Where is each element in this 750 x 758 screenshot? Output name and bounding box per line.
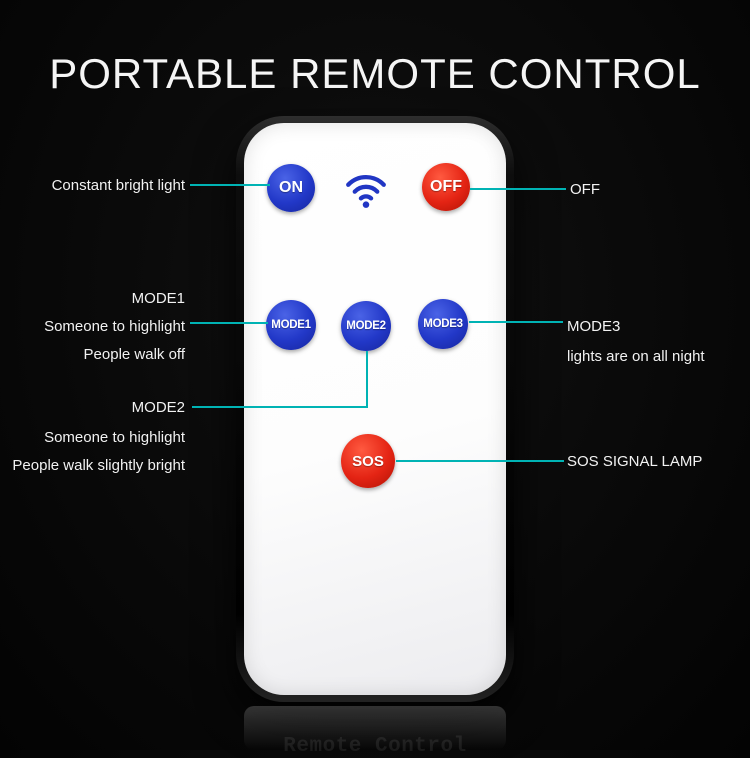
callout-line-off <box>470 188 566 190</box>
label-mode1-line2: Someone to highlight <box>44 318 185 335</box>
remote-face: ON OFF MODE1 MODE2 MODE3 SOS Remote Cont… <box>244 123 506 758</box>
callout-line-mode2-vertical <box>366 351 368 408</box>
label-mode3-title: MODE3 <box>567 318 621 335</box>
callout-line-mode1 <box>190 322 268 324</box>
label-mode1-line3: People walk off <box>83 346 185 363</box>
label-group-mode3: MODE3 lights are on all night <box>567 312 705 372</box>
callout-line-mode3 <box>469 321 563 323</box>
page-title: PORTABLE REMOTE CONTROL <box>49 50 701 97</box>
label-mode3-line2: lights are on all night <box>567 348 705 365</box>
label-sos-signal-lamp: SOS SIGNAL LAMP <box>567 453 703 470</box>
mode2-button[interactable]: MODE2 <box>341 301 391 351</box>
callout-line-sos <box>396 460 564 462</box>
callout-line-on <box>190 184 270 186</box>
label-mode2-line3: People walk slightly bright <box>12 457 185 474</box>
label-mode2-line2: Someone to highlight <box>44 429 185 446</box>
callout-line-mode2 <box>192 406 368 408</box>
label-group-mode1: MODE1 Someone to highlight People walk o… <box>44 285 185 369</box>
off-button[interactable]: OFF <box>422 163 470 211</box>
label-mode2-title: MODE2 <box>131 399 185 416</box>
label-group-mode2: Someone to highlight People walk slightl… <box>12 424 185 480</box>
label-constant-bright-light: Constant bright light <box>51 177 185 194</box>
label-mode1-title: MODE1 <box>131 290 185 307</box>
label-off: OFF <box>570 181 600 198</box>
on-button[interactable]: ON <box>267 164 315 212</box>
remote-control: ON OFF MODE1 MODE2 MODE3 SOS Remote Cont… <box>236 116 514 758</box>
remote-reflection <box>244 706 506 750</box>
sos-button[interactable]: SOS <box>341 434 395 488</box>
mode3-button[interactable]: MODE3 <box>418 299 468 349</box>
wifi-icon <box>344 171 388 209</box>
mode1-button[interactable]: MODE1 <box>266 300 316 350</box>
